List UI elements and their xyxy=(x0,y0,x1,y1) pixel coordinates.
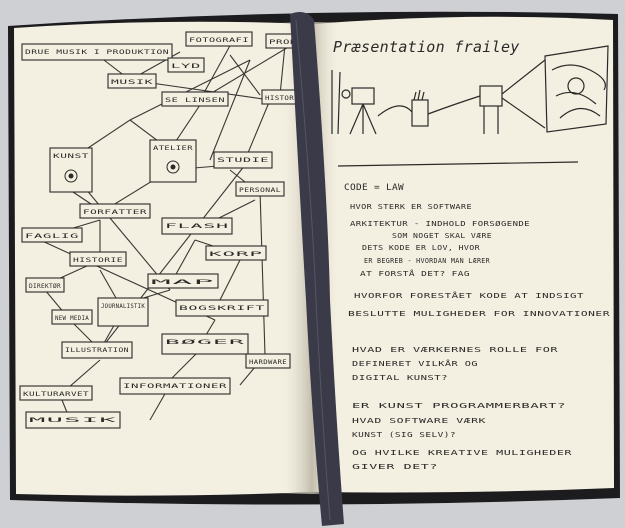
note-line: DETS KODE ER LOV, HVOR xyxy=(362,244,480,252)
mind-map-label: MAP xyxy=(151,279,215,286)
mind-map-node: MUSIK xyxy=(25,411,121,429)
presentation-sketch xyxy=(331,45,609,135)
note-line: HVAD ER VÆRKERNES ROLLE FOR xyxy=(352,346,558,354)
mind-map-node: SE LINSEN xyxy=(161,91,229,107)
right-page xyxy=(312,16,614,493)
mind-map-label: BØGER xyxy=(165,338,245,346)
mind-map-label: HARDWARE xyxy=(249,359,287,366)
note-line: BESLUTTE MULIGHEDER FOR INNOVATIONER xyxy=(348,310,610,318)
note-line: DIGITAL KUNST? xyxy=(352,374,448,382)
mind-map-label: NEW MEDIA xyxy=(55,315,89,322)
mind-map-node: ILLUSTRATION xyxy=(61,341,133,359)
note-line: HVORFOR FORESTÅET KODE AT INDSIGT xyxy=(354,291,584,300)
mind-map-label: FOTOGRAFI xyxy=(189,37,249,44)
mind-map-node: FLASH xyxy=(161,217,233,235)
left-page xyxy=(14,21,316,496)
mind-map-node: LYD xyxy=(167,57,205,73)
mind-map-node: KUNST xyxy=(49,147,93,193)
mind-map-node: KULTURARVET xyxy=(19,385,93,401)
mind-map-label: KORP xyxy=(209,251,263,258)
mind-map-node: FORFATTER xyxy=(79,203,151,219)
mind-map-label: DRUE MUSIK I PRODUKTION xyxy=(25,49,169,56)
ribbon-bookmark xyxy=(290,12,344,526)
mind-map-label: HISTORY xyxy=(265,95,299,102)
mind-map-label: MUSIK xyxy=(29,417,117,424)
mind-map-node: MUSIK xyxy=(107,73,157,89)
mind-map-node: HARDWARE xyxy=(245,353,291,369)
note-line: ER BEGREB - HVORDAN MAN LÆRER xyxy=(364,257,490,265)
note-line: OG HVILKE KREATIVE MULIGHEDER xyxy=(352,449,572,457)
mind-map-node: FAGLIG xyxy=(21,227,83,243)
notes: CODE = LAW HVOR STERK ER SOFTWARE ARKITEKT… xyxy=(344,183,610,471)
mind-map-node: BØGER xyxy=(161,333,249,355)
projection-screen-icon xyxy=(544,45,609,133)
tripod-camera-icon xyxy=(331,70,377,135)
mind-map-label: INFORMATIONER xyxy=(123,383,227,390)
mind-map-label: ATELIER xyxy=(153,145,193,152)
mind-map-label: PROD xyxy=(269,39,297,46)
note-line: HVOR STERK ER SOFTWARE xyxy=(350,203,472,211)
divider-line xyxy=(337,161,579,167)
mind-map-label: JOURNALISTIK xyxy=(101,303,145,310)
note-line: SOM NOGET SKAL VÆRE xyxy=(392,232,492,240)
mind-map-label: FAGLIG xyxy=(25,233,79,240)
mind-map-label: HISTORIE xyxy=(73,257,123,264)
mind-map-label: STUDIE xyxy=(217,157,269,164)
mind-map: DRUE MUSIK I PRODUKTION FOTOGRAFI LYD PROD M… xyxy=(19,31,303,429)
mind-map-node: NEW MEDIA xyxy=(51,309,93,325)
mind-map-label: MUSIK xyxy=(111,79,153,86)
mind-map-node: FOTOGRAFI xyxy=(185,31,253,47)
mind-map-label: FORFATTER xyxy=(83,209,147,216)
mind-map-label: PERSONAL xyxy=(239,187,281,194)
mind-map-label: ILLUSTRATION xyxy=(65,347,129,354)
mind-map-label: KULTURARVET xyxy=(23,391,89,398)
page-heading: Præsentation frailey xyxy=(333,38,520,56)
note-line: DEFINERET VILKÅR OG xyxy=(352,359,478,368)
mind-map-node: ATELIER xyxy=(149,139,197,183)
mind-map-node: DRUE MUSIK I PRODUKTION xyxy=(21,43,173,61)
mind-map-label: SE LINSEN xyxy=(165,97,225,104)
note-line: KUNST (SIG SELV)? xyxy=(352,431,456,439)
note-line: HVAD SOFTWARE VÆRK xyxy=(352,417,486,425)
mind-map-label: LYD xyxy=(171,63,201,70)
mind-map-node: KORP xyxy=(205,245,267,261)
mind-map-node: DIREKTØR xyxy=(25,277,65,293)
mind-map-node: JOURNALISTIK xyxy=(97,297,149,327)
speaker-icon xyxy=(411,89,429,127)
note-line: CODE = LAW xyxy=(344,183,404,193)
projector-icon xyxy=(377,59,546,134)
mind-map-node: HISTORIE xyxy=(69,251,127,267)
note-line: AT FORSTÅ DET? FAG xyxy=(360,269,470,278)
mind-map-label: DIREKTØR xyxy=(29,282,61,290)
mind-map-label: FLASH xyxy=(165,223,229,230)
note-line: GIVER DET? xyxy=(352,463,438,471)
note-line: ER KUNST PROGRAMMERBART? xyxy=(352,402,566,410)
mind-map-label: KUNST xyxy=(53,153,89,160)
mind-map-node: INFORMATIONER xyxy=(119,377,231,395)
mind-map-node: BOGSKRIFT xyxy=(175,299,269,317)
mind-map-label: BOGSKRIFT xyxy=(179,305,265,312)
note-line: ARKITEKTUR - INDHOLD FORSØGENDE xyxy=(350,220,530,228)
mind-map-node: MAP xyxy=(147,273,219,289)
mind-map-node: STUDIE xyxy=(213,151,273,169)
mind-map-node: PERSONAL xyxy=(235,181,285,197)
